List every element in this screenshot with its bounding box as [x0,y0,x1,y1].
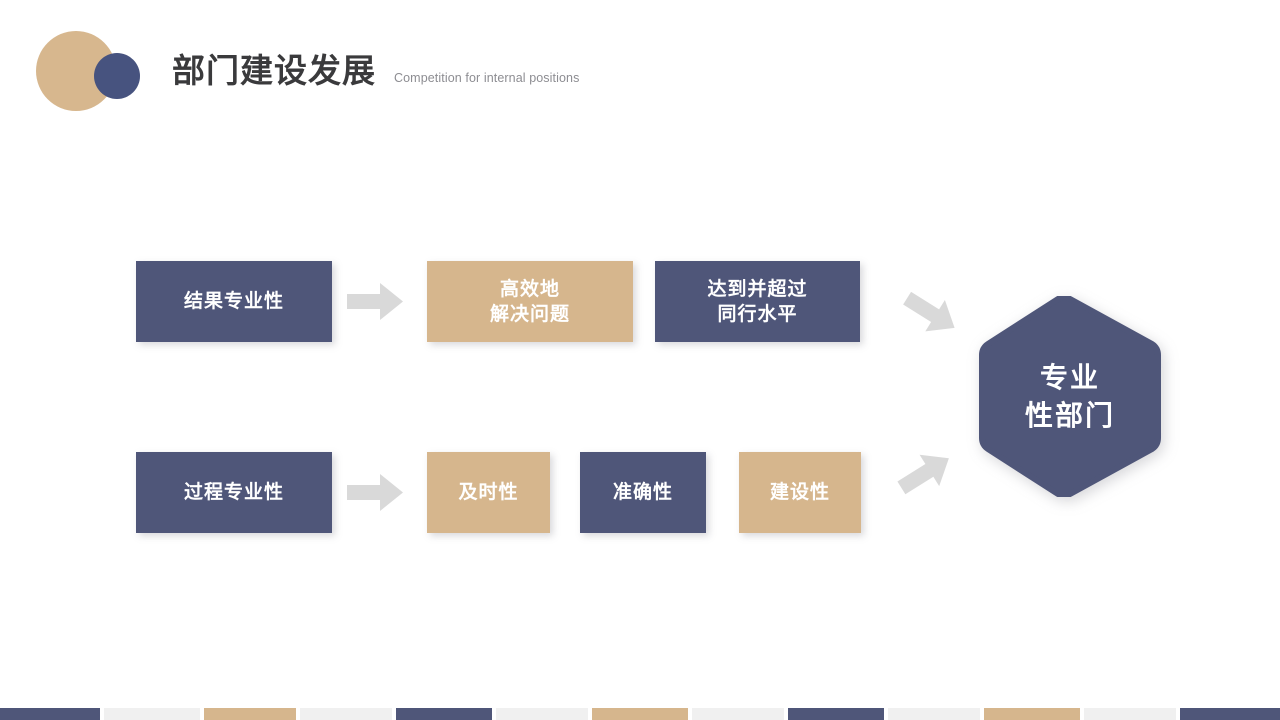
strip-block [984,708,1080,720]
flow-box-row2-step3[interactable]: 建设性 [739,452,861,533]
page-subtitle: Competition for internal positions [394,71,580,85]
flow-box-row2-step1[interactable]: 及时性 [427,452,550,533]
bottom-decoration-strip [0,708,1280,720]
title-block: 部门建设发展 Competition for internal position… [172,52,579,90]
strip-block [0,708,100,720]
strip-block [396,708,492,720]
strip-block [204,708,296,720]
arrow-row1-to-result-icon [898,292,960,340]
strip-block [104,708,200,720]
page-header: 部门建设发展 Competition for internal position… [0,0,1280,140]
flow-box-step-line1: 准确性 [612,482,673,503]
flow-box-step-line2: 解决问题 [489,303,570,325]
logo-circle-blue-icon [94,53,140,99]
arrow-row2-to-result-icon [896,452,958,500]
strip-block [300,708,392,720]
result-hexagon-shape[interactable] [979,296,1161,497]
flow-box-row2-label[interactable]: 过程专业性 [136,452,332,533]
flow-box-row1-step2[interactable]: 达到并超过 同行水平 [655,261,860,342]
flow-box-row2-step2[interactable]: 准确性 [580,452,706,533]
flow-box-step-line1: 达到并超过 [707,278,808,300]
strip-block [788,708,884,720]
page-title: 部门建设发展 [172,52,376,89]
flow-box-label-text: 过程专业性 [183,482,284,503]
strip-block [692,708,784,720]
strip-block [888,708,980,720]
flow-box-step-line2: 同行水平 [717,303,798,325]
strip-block [1180,708,1280,720]
flow-box-step-line1: 建设性 [769,482,830,503]
logo-mark [36,31,156,111]
flow-box-row1-step1[interactable]: 高效地 解决问题 [427,261,633,342]
arrow-row2-right-icon [347,474,403,511]
flow-box-step-line1: 及时性 [458,482,519,503]
strip-block [592,708,688,720]
flow-box-step-line1: 高效地 [499,278,560,300]
flow-box-label-text: 结果专业性 [183,291,284,312]
arrow-row1-right-icon [347,283,403,320]
strip-block [496,708,588,720]
flow-box-row1-label[interactable]: 结果专业性 [136,261,332,342]
strip-block [1084,708,1176,720]
